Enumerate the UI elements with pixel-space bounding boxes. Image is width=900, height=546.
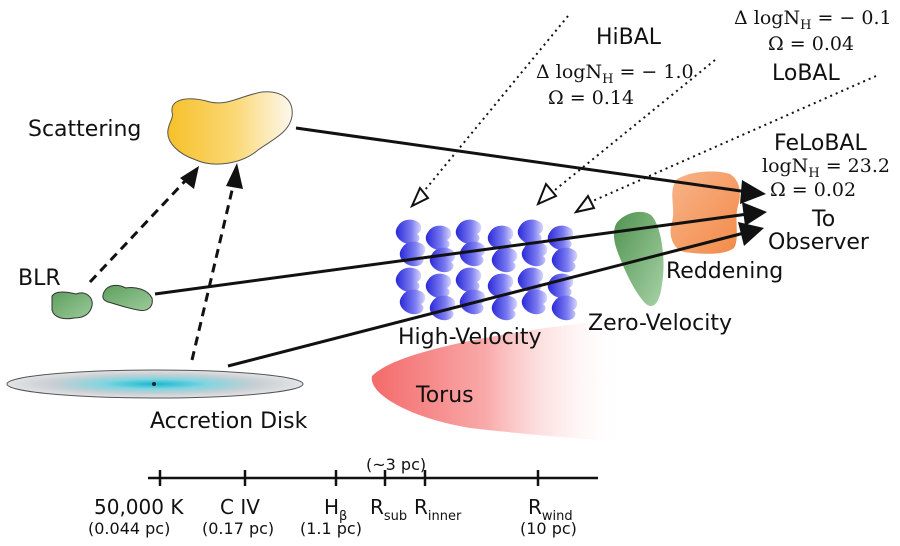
hibal-solid-angle: Ω = 0.14 bbox=[548, 87, 634, 109]
observer-arrowhead-3 bbox=[738, 222, 764, 246]
reddening-label: Reddening bbox=[666, 259, 783, 284]
scattering-label: Scattering bbox=[28, 117, 141, 142]
torus-shape bbox=[371, 318, 625, 442]
felobal-solid-angle: Ω = 0.02 bbox=[770, 179, 856, 201]
high-velocity-clouds bbox=[395, 219, 578, 321]
blr-label: BLR bbox=[18, 266, 61, 291]
lobal-column-density: Δ logNH = − 0.1 bbox=[734, 7, 892, 33]
lobal-arrowhead bbox=[536, 182, 558, 206]
reddening-absorber bbox=[670, 171, 740, 254]
torus-label: Torus bbox=[415, 383, 474, 408]
observer-arrowhead-2 bbox=[742, 202, 767, 226]
high-velocity-cloud bbox=[521, 241, 548, 267]
accretion-disk-core bbox=[152, 382, 156, 386]
distance-scale: (~3 pc) 50,000 K (0.044 pc) C IV (0.17 p… bbox=[88, 455, 598, 538]
high-velocity-cloud bbox=[399, 289, 426, 315]
scale-label-50000k: 50,000 K bbox=[94, 495, 184, 519]
scale-dist-hbeta: (1.1 pc) bbox=[300, 519, 362, 538]
lobal-solid-angle: Ω = 0.04 bbox=[768, 33, 854, 55]
high-velocity-cloud bbox=[429, 247, 456, 273]
blr-cloud-right bbox=[102, 284, 153, 311]
high-velocity-cloud bbox=[487, 225, 514, 251]
observer-label: Observer bbox=[768, 230, 870, 255]
high-velocity-cloud bbox=[521, 289, 548, 315]
high-velocity-cloud bbox=[487, 273, 514, 299]
high-velocity-cloud bbox=[395, 267, 422, 293]
scale-dist-50000k: (0.044 pc) bbox=[88, 519, 170, 538]
high-velocity-cloud bbox=[429, 295, 456, 321]
high-velocity-cloud bbox=[551, 247, 578, 273]
scale-label-rwind: Rwind bbox=[528, 495, 573, 524]
high-velocity-cloud bbox=[455, 267, 482, 293]
felobal-column-density: logNH = 23.2 bbox=[762, 155, 890, 181]
felobal-label: FeLoBAL bbox=[774, 131, 867, 156]
high-velocity-cloud bbox=[455, 219, 482, 245]
dotted-sightlines bbox=[419, 15, 877, 205]
high-velocity-cloud bbox=[551, 295, 578, 321]
high-velocity-label: High-Velocity bbox=[398, 325, 542, 350]
zero-velocity-label: Zero-Velocity bbox=[588, 311, 732, 336]
scattering-arrowhead-left bbox=[180, 166, 199, 189]
felobal-arrowhead bbox=[573, 194, 596, 214]
scale-group-note: (~3 pc) bbox=[366, 455, 426, 474]
accretion-disk-label: Accretion Disk bbox=[150, 409, 308, 434]
scale-dist-rwind: (10 pc) bbox=[520, 519, 577, 538]
hibal-label: HiBAL bbox=[596, 25, 662, 50]
observer-sightlines bbox=[154, 126, 749, 368]
dashed-arrows bbox=[88, 178, 236, 361]
lobal-label: LoBAL bbox=[772, 61, 840, 86]
observer-arrowhead-1 bbox=[740, 180, 766, 204]
scale-dist-civ: (0.17 pc) bbox=[202, 519, 274, 538]
scale-label-rinner: Rinner bbox=[414, 495, 462, 524]
scale-label-hbeta: Hβ bbox=[324, 495, 347, 524]
high-velocity-cloud bbox=[425, 273, 452, 299]
high-velocity-cloud bbox=[491, 247, 518, 273]
high-velocity-cloud bbox=[491, 295, 518, 321]
blr-cloud-left bbox=[51, 291, 93, 320]
high-velocity-cloud bbox=[399, 241, 426, 267]
scale-label-rsub: Rsub bbox=[370, 495, 407, 524]
high-velocity-cloud bbox=[459, 241, 486, 267]
to-label: To bbox=[811, 207, 835, 232]
high-velocity-cloud bbox=[395, 219, 422, 245]
scattering-blob bbox=[167, 91, 293, 165]
hibal-arrowhead bbox=[409, 186, 430, 209]
hibal-column-density: Δ logNH = − 1.0 bbox=[536, 61, 694, 87]
high-velocity-cloud bbox=[425, 225, 452, 251]
scattering-arrowhead-right bbox=[226, 163, 243, 189]
scale-label-civ: C IV bbox=[220, 495, 260, 519]
high-velocity-cloud bbox=[517, 219, 544, 245]
